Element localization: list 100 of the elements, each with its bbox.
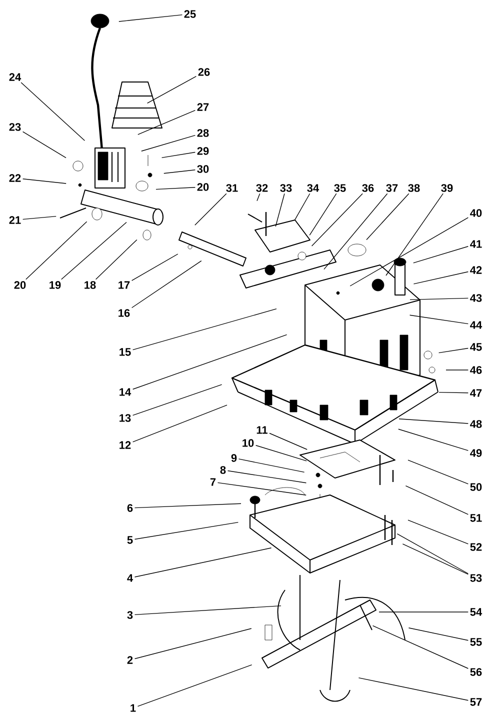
callout-number: 46 (470, 366, 482, 374)
leader-line (134, 548, 272, 578)
leader-line (398, 428, 469, 451)
leader-line (161, 152, 196, 158)
leader-line (396, 533, 469, 574)
callout-number: 47 (470, 389, 482, 397)
leader-line (309, 193, 337, 236)
callout-number: 5 (127, 536, 133, 544)
callout-number: 54 (470, 608, 482, 616)
callout-number: 30 (197, 165, 209, 173)
leader-line (227, 470, 307, 484)
leader-line (438, 348, 469, 354)
callout-number: 31 (226, 184, 238, 192)
callout-number: 53 (470, 574, 482, 582)
leader-line (398, 418, 469, 424)
callout-number: 19 (50, 281, 61, 289)
leader-line (134, 522, 239, 540)
callout-number: 10 (242, 439, 254, 447)
leader-line (311, 193, 363, 246)
leader-line (156, 187, 196, 190)
callout-number: 16 (118, 309, 130, 317)
leader-line (413, 246, 469, 264)
callout-number: 33 (280, 184, 292, 192)
leader-line (408, 628, 469, 641)
callout-number: 17 (118, 281, 130, 289)
callout-number: 26 (198, 68, 210, 76)
leader-line (20, 82, 86, 141)
leader-line (22, 216, 56, 220)
leader-line (146, 76, 197, 104)
callout-number: 27 (197, 103, 209, 111)
callout-number: 49 (470, 449, 482, 457)
callout-number: 22 (9, 174, 21, 182)
leader-line (131, 254, 178, 281)
leader-line (22, 178, 66, 184)
callout-number: 39 (441, 184, 453, 192)
callout-number: 18 (84, 281, 96, 289)
leader-line (95, 239, 138, 280)
callout-number: 42 (470, 266, 482, 274)
leader-line (410, 298, 469, 300)
leader-line (255, 445, 307, 462)
leader-line (134, 503, 242, 508)
callout-number: 4 (127, 574, 133, 582)
callout-number: 24 (9, 73, 22, 81)
leader-line (131, 260, 202, 308)
callout-number: 38 (408, 184, 420, 192)
callout-number: 37 (386, 184, 398, 192)
callout-number: 34 (307, 184, 320, 192)
leader-line (324, 193, 388, 270)
callout-number: 23 (9, 123, 21, 131)
callout-number: 28 (197, 129, 209, 137)
callout-number: 32 (256, 184, 268, 192)
callout-number: 8 (220, 466, 226, 474)
leader-line (438, 392, 469, 394)
leader-line (408, 520, 469, 544)
leader-line (217, 482, 306, 496)
callout-number: 2 (127, 656, 133, 664)
leader-line (350, 217, 469, 286)
leader-line (405, 485, 469, 515)
callout-number: 57 (470, 698, 482, 706)
leader-line (402, 544, 469, 575)
leader-line (358, 677, 469, 701)
callout-number: 9 (231, 454, 237, 462)
leader-line (194, 193, 227, 226)
callout-number: 40 (470, 209, 482, 217)
callout-number: 43 (470, 294, 482, 302)
leader-line (238, 458, 305, 473)
leader-line (137, 664, 252, 707)
callout-number: 14 (120, 388, 132, 396)
callout-number: 1 (130, 704, 136, 712)
leader-line (408, 460, 469, 484)
leader-line (132, 308, 277, 350)
callout-number: 35 (334, 184, 346, 192)
leader-line (256, 193, 260, 202)
leader-line (386, 193, 444, 276)
callout-number: 25 (184, 10, 196, 18)
callout-number: 13 (120, 414, 131, 422)
leader-line (118, 14, 183, 22)
leader-line (275, 193, 285, 227)
leader-line (138, 110, 196, 135)
leader-line (366, 193, 410, 240)
callout-number: 20 (197, 183, 209, 191)
callout-number: 6 (127, 504, 133, 512)
leader-line (26, 221, 88, 280)
leader-line (413, 271, 469, 284)
leader-line (22, 131, 66, 158)
leader-line (141, 134, 196, 152)
callout-number: 12 (120, 441, 131, 449)
callout-number: 48 (470, 420, 482, 428)
callout-number: 56 (470, 668, 482, 676)
callout-number: 7 (210, 478, 216, 486)
callout-number: 21 (9, 216, 21, 224)
callout-number: 36 (362, 184, 374, 192)
callout-number: 15 (120, 348, 131, 356)
callout-number: 50 (470, 483, 482, 491)
callout-number: 51 (470, 514, 482, 522)
callout-number: 44 (470, 321, 482, 329)
leader-line (61, 222, 127, 280)
leader-line (132, 404, 228, 442)
callout-number: 20 (14, 281, 26, 289)
callout-number: 3 (127, 611, 133, 619)
